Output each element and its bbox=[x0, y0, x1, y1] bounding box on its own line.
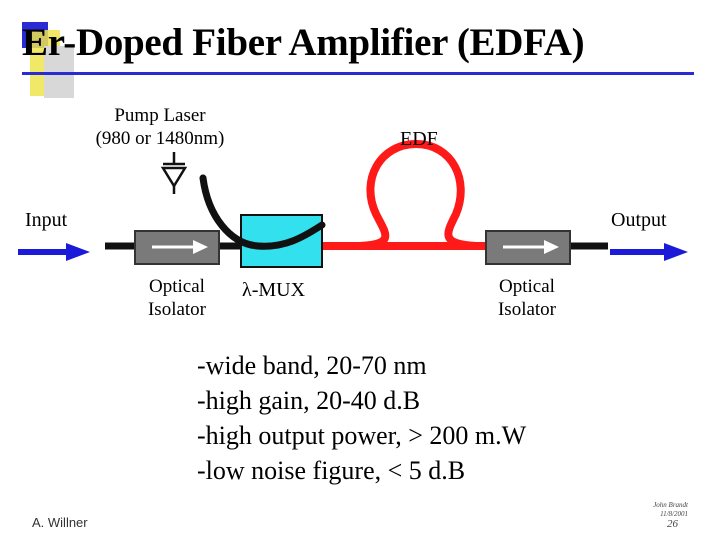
author-footer: A. Willner bbox=[32, 515, 88, 530]
output-arrow-icon bbox=[610, 243, 688, 261]
list-item: -wide band, 20-70 nm bbox=[197, 351, 427, 380]
isolator-arrow-icon bbox=[152, 240, 208, 254]
pump-laser-label-line1: Pump Laser bbox=[114, 105, 206, 126]
list-item: -high output power, > 200 m.W bbox=[197, 421, 527, 450]
page-number: 26 bbox=[667, 518, 678, 530]
edf-coil bbox=[359, 139, 477, 250]
spec-list: -wide band, 20-70 nm -high gain, 20-40 d… bbox=[197, 348, 526, 488]
corner-name: John Brandt bbox=[653, 501, 688, 509]
pump-laser-label-line2: (980 or 1480nm) bbox=[95, 128, 225, 149]
isolator-left-label-line1: Optical bbox=[149, 276, 205, 297]
list-item: -high gain, 20-40 d.B bbox=[197, 386, 421, 415]
isolator-arrow-icon bbox=[503, 240, 559, 254]
isolator-left-label: Optical Isolator bbox=[132, 275, 222, 321]
laser-diode-icon bbox=[160, 152, 188, 194]
page-title: Er-Doped Fiber Amplifier (EDFA) bbox=[22, 21, 585, 64]
pump-fiber bbox=[199, 174, 326, 250]
mux-label: λ-MUX bbox=[242, 279, 306, 301]
isolator-right-label-line2: Isolator bbox=[497, 299, 557, 320]
isolator-right-label: Optical Isolator bbox=[482, 275, 572, 321]
output-label: Output bbox=[611, 209, 667, 231]
isolator-right-label-line1: Optical bbox=[499, 276, 555, 297]
input-arrow-icon bbox=[18, 243, 90, 261]
corner-date: 11/8/2001 bbox=[660, 510, 688, 518]
title-underline bbox=[22, 72, 694, 75]
edf-label: EDF bbox=[400, 128, 438, 150]
pump-laser-label: Pump Laser (980 or 1480nm) bbox=[80, 104, 240, 150]
list-item: -low noise figure, < 5 d.B bbox=[197, 456, 466, 485]
input-label: Input bbox=[25, 209, 68, 231]
isolator-left-label-line2: Isolator bbox=[147, 299, 207, 320]
